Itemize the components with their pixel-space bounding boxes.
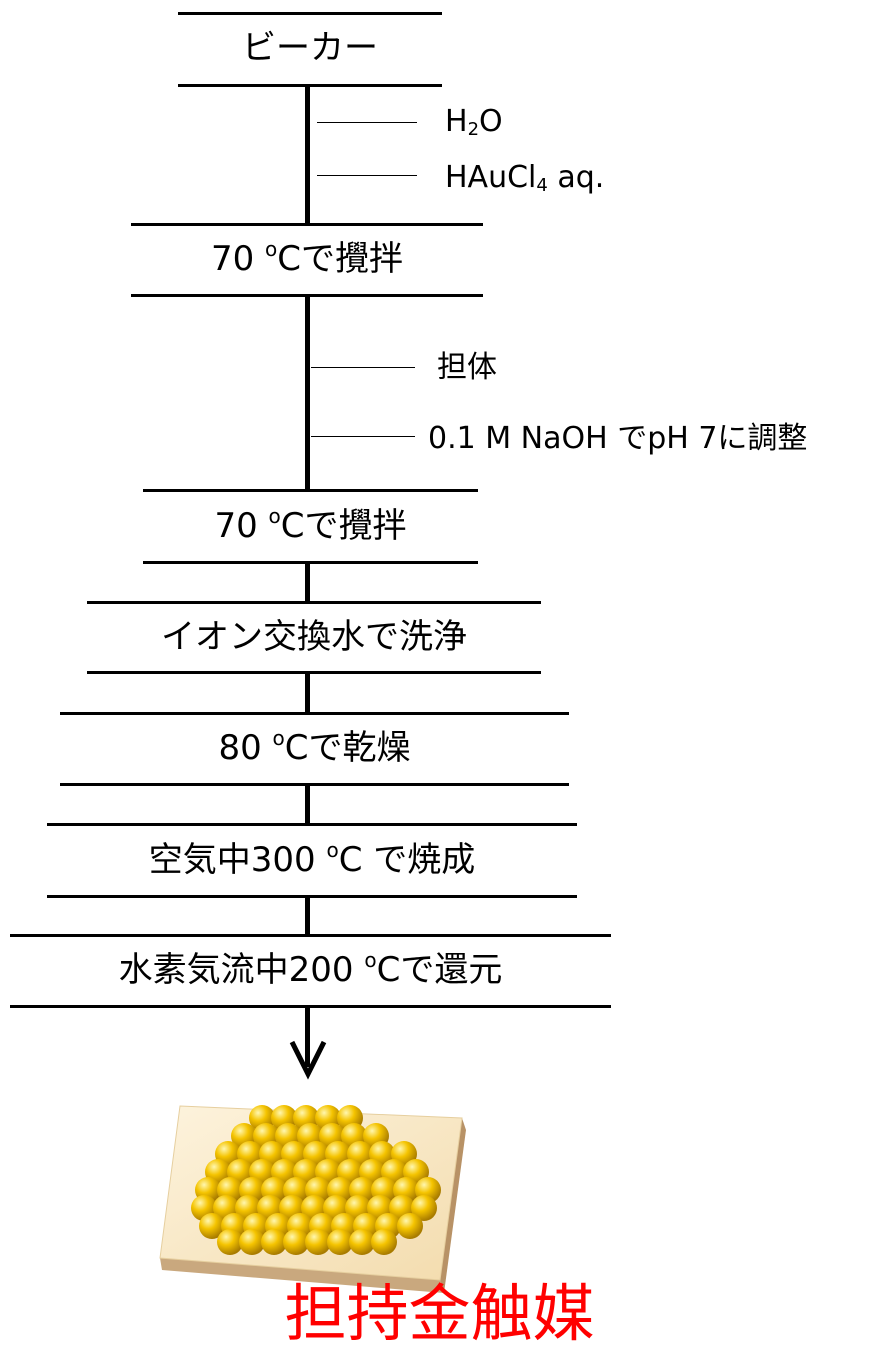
reagent-ph-adjust: 0.1 M NaOH でpH 7に調整	[428, 421, 807, 457]
step-line-top-7	[10, 934, 611, 937]
step-calcine-label: 空気中300	[148, 840, 316, 880]
gold-nanoparticle	[239, 1229, 265, 1255]
degree-sign: o	[265, 237, 278, 261]
connector-2	[305, 296, 310, 490]
gold-nanoparticle-cluster	[191, 1105, 441, 1255]
step-line-bottom-7	[10, 1005, 611, 1008]
degree-sign: o	[268, 504, 281, 528]
support-slab-edge	[440, 1118, 466, 1293]
reagent-branch-gold	[317, 175, 417, 176]
step-wash-label: イオン交換水で洗浄	[161, 617, 467, 657]
step-wash: イオン交換水で洗浄	[87, 617, 541, 657]
gold-nanoparticle	[349, 1229, 375, 1255]
reagent-support-label: 担体	[437, 350, 497, 385]
reagent-support: 担体	[437, 350, 497, 386]
step-calcine: 空気中300 oC で焼成	[47, 840, 577, 880]
step-line-top-3	[143, 489, 478, 492]
step-line-top-5	[60, 712, 569, 715]
step-reduce-rest: Cで還元	[376, 950, 503, 990]
connector-3	[305, 563, 310, 602]
reagent-water-sub: 2	[467, 119, 480, 140]
degree-sign: o	[364, 948, 377, 972]
step-line-top-6	[47, 823, 577, 826]
step-beaker: ビーカー	[178, 28, 442, 68]
step-line-bottom-6	[47, 895, 577, 898]
step-beaker-label: ビーカー	[242, 28, 378, 68]
connector-5	[305, 785, 310, 824]
reagent-water: H2O	[445, 104, 503, 140]
step-line-top-1	[178, 12, 442, 15]
step-stir-2-label: Cで攪拌	[280, 506, 407, 546]
connector-4	[305, 673, 310, 713]
step-line-top-4	[87, 601, 541, 604]
step-line-bottom-1	[178, 84, 442, 87]
gold-nanoparticle	[217, 1229, 243, 1255]
connector-7	[305, 1007, 310, 1067]
step-line-bottom-5	[60, 783, 569, 786]
step-line-bottom-4	[87, 671, 541, 674]
step-dry: 80 oCで乾燥	[60, 728, 569, 768]
step-stir-1: 70 oCで攪拌	[131, 239, 483, 279]
gold-nanoparticle	[397, 1213, 423, 1239]
support-slab-side	[160, 1258, 444, 1293]
step-dry-temp: 80	[218, 728, 262, 768]
reagent-gold-sub: 4	[536, 175, 548, 196]
gold-nanoparticle	[199, 1213, 225, 1239]
step-stir-1-temp: 70	[210, 239, 255, 279]
connector-6	[305, 897, 310, 935]
gold-nanoparticle	[261, 1229, 287, 1255]
gold-nanoparticle	[327, 1229, 353, 1255]
result-catalyst-label: 担持金触媒	[284, 1277, 595, 1350]
step-dry-label: Cで乾燥	[284, 728, 411, 768]
reagent-branch-support	[311, 367, 415, 368]
reagent-ph-adjust-label: 0.1 M NaOH でpH 7に調整	[428, 421, 808, 456]
gold-nanoparticle	[305, 1229, 331, 1255]
reagent-gold-solution: HAuCl4 aq.	[445, 160, 604, 196]
result-label: 担持金触媒	[0, 1278, 879, 1350]
gold-nanoparticle	[371, 1229, 397, 1255]
reagent-gold-aq: aq.	[547, 160, 605, 195]
step-stir-2-temp: 70	[214, 506, 258, 546]
reagent-gold-formula: HAuCl	[445, 160, 537, 195]
step-line-top-2	[131, 223, 483, 226]
gold-nanoparticle	[283, 1229, 309, 1255]
step-stir-1-label: Cで攪拌	[277, 239, 404, 279]
step-calcine-rest: C で焼成	[338, 840, 476, 880]
gold-nanoparticle	[411, 1195, 437, 1221]
step-line-bottom-2	[131, 294, 483, 297]
reagent-branch-adjust	[311, 436, 415, 437]
reagent-branch-water	[317, 122, 417, 123]
arrow-head-icon	[289, 1040, 327, 1080]
degree-sign: o	[272, 726, 285, 750]
connector-1	[305, 86, 310, 224]
reagent-water-h: H	[445, 104, 468, 139]
step-stir-2: 70 oCで攪拌	[143, 506, 478, 546]
degree-sign: o	[326, 838, 339, 862]
reagent-water-o: O	[479, 104, 503, 139]
step-line-bottom-3	[143, 561, 478, 564]
step-reduce: 水素気流中200 oCで還元	[10, 950, 611, 990]
step-reduce-label: 水素気流中200	[118, 950, 354, 990]
